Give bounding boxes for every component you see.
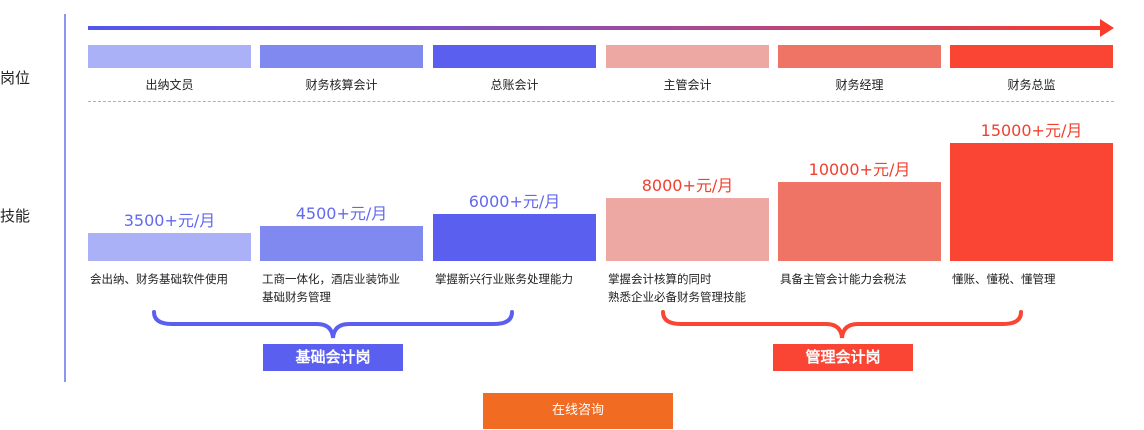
- skill-description-line: 会出纳、财务基础软件使用: [90, 272, 228, 286]
- skill-description-line: 懂账、懂税、懂管理: [952, 272, 1056, 286]
- position-label: 财务总监: [1007, 78, 1056, 92]
- skill-description: 懂账、懂税、懂管理: [952, 270, 1125, 288]
- skill-description-line: 熟悉企业必备财务管理技能: [608, 290, 746, 304]
- salary-label: 15000+元/月: [980, 121, 1083, 140]
- position-label: 财务核算会计: [305, 78, 378, 92]
- position-bar: [778, 45, 941, 68]
- skill-description-line: 掌握新兴行业账务处理能力: [435, 272, 573, 286]
- salary-bar: [433, 214, 596, 261]
- salary-label: 8000+元/月: [641, 176, 734, 195]
- row-label-skill: 技能: [0, 207, 31, 225]
- salary-label: 10000+元/月: [808, 160, 911, 179]
- skill-description-line: 基础财务管理: [262, 290, 331, 304]
- position-label: 主管会计: [663, 78, 712, 92]
- position-bar: [88, 45, 251, 68]
- group-label-basic: 基础会计岗: [263, 344, 403, 371]
- salary-bar: [778, 182, 941, 261]
- position-bar: [950, 45, 1113, 68]
- position-bar: [606, 45, 769, 68]
- progression-arrow-icon: [88, 19, 1114, 37]
- position-label: 出纳文员: [145, 78, 194, 92]
- skill-description: 掌握会计核算的同时熟悉企业必备财务管理技能: [608, 270, 781, 306]
- skill-description-line: 具备主管会计能力会税法: [780, 272, 907, 286]
- salary-label: 4500+元/月: [295, 204, 388, 223]
- skill-description: 会出纳、财务基础软件使用: [90, 270, 263, 288]
- position-bar: [260, 45, 423, 68]
- skill-description: 掌握新兴行业账务处理能力: [435, 270, 608, 288]
- skill-description: 工商一体化，酒店业装饰业基础财务管理: [262, 270, 435, 306]
- skill-description-line: 工商一体化，酒店业装饰业: [262, 272, 400, 286]
- vertical-axis-line: [64, 14, 66, 382]
- salary-label: 6000+元/月: [468, 192, 561, 211]
- salary-bar: [606, 198, 769, 261]
- skill-description: 具备主管会计能力会税法: [780, 270, 953, 288]
- row-label-position: 岗位: [0, 69, 31, 87]
- group-brace-management: [661, 310, 1023, 339]
- salary-bar: [88, 233, 251, 261]
- section-divider: [88, 101, 1114, 102]
- position-label: 总账会计: [490, 78, 539, 92]
- position-bar: [433, 45, 596, 68]
- skill-description-line: 掌握会计核算的同时: [608, 272, 712, 286]
- online-consult-button[interactable]: 在线咨询: [483, 393, 673, 429]
- salary-bar: [260, 226, 423, 261]
- salary-label: 3500+元/月: [123, 211, 216, 230]
- salary-bar: [950, 143, 1113, 261]
- group-label-management: 管理会计岗: [773, 344, 913, 371]
- group-brace-basic: [152, 310, 514, 339]
- position-label: 财务经理: [835, 78, 884, 92]
